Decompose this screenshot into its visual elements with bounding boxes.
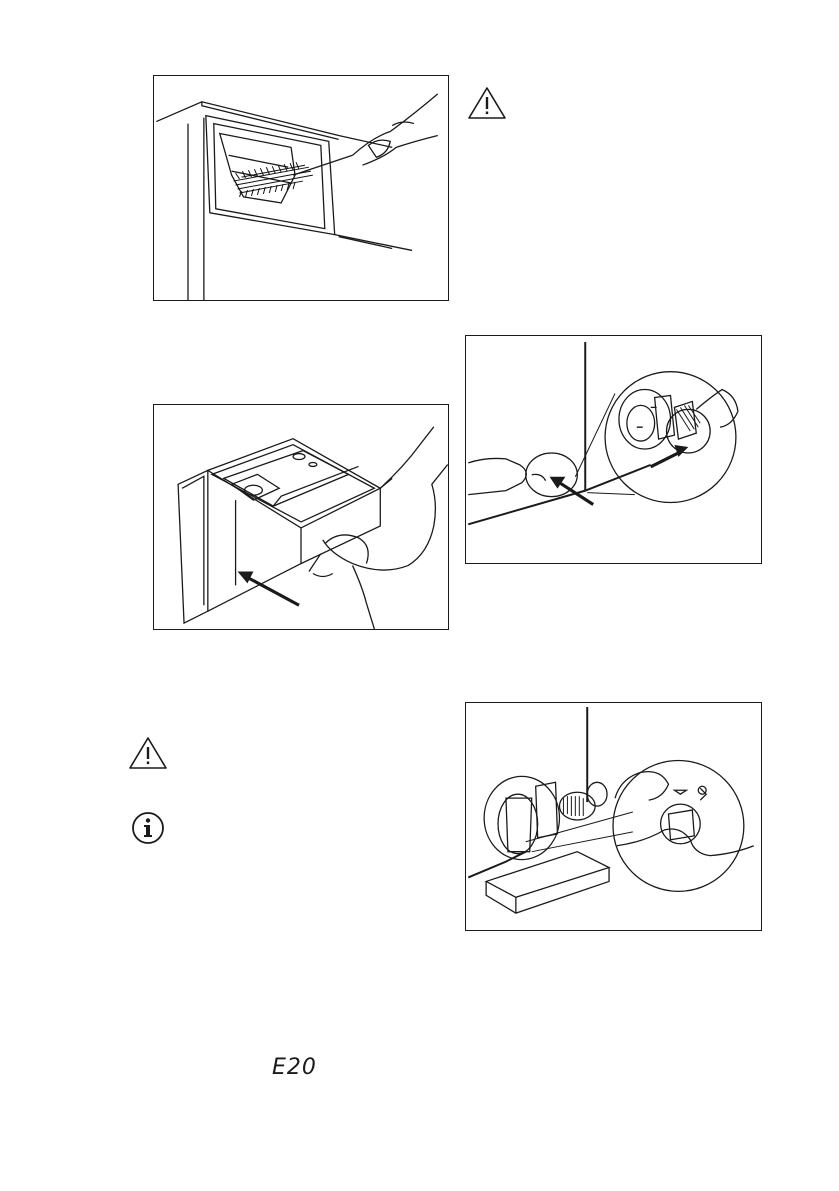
figure-drain-filter: [465, 702, 762, 931]
open-filter-flap-illustration: [466, 336, 761, 563]
display-error-code: E20: [272, 1055, 317, 1080]
info-icon: [131, 811, 165, 845]
remove-dispenser-illustration: [154, 405, 448, 629]
figure-remove-dispenser: [153, 404, 449, 630]
drain-filter-illustration: [466, 703, 761, 930]
figure-brush-dispenser: [153, 75, 449, 301]
figure-open-filter-flap: [465, 335, 762, 564]
brush-dispenser-illustration: [154, 76, 448, 300]
warning-triangle-icon: [128, 736, 168, 770]
warning-triangle-icon: [467, 86, 507, 120]
